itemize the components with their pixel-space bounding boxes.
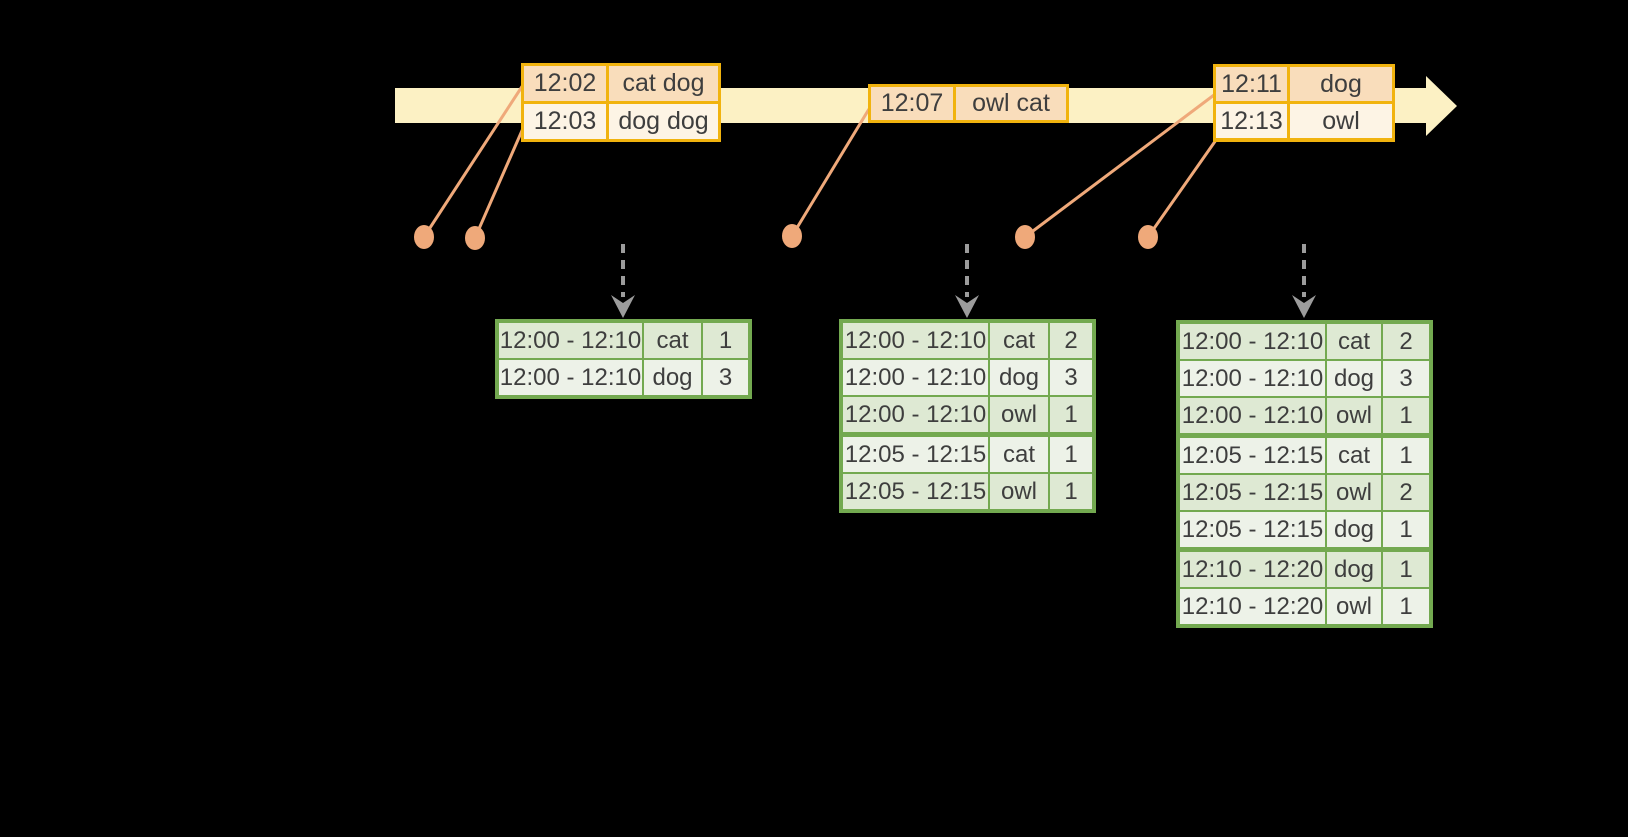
- count-cell: 2: [1383, 324, 1429, 359]
- count-cell: 3: [1383, 361, 1429, 396]
- word-cell: owl: [1327, 398, 1381, 433]
- word-cell: owl: [990, 474, 1048, 509]
- word-cell: cat: [990, 323, 1048, 358]
- count-cell: 3: [703, 360, 748, 395]
- event-leader-line: [473, 125, 526, 239]
- event-dot-icon: [1015, 225, 1035, 249]
- window-cell: 12:00 - 12:10: [499, 360, 642, 395]
- word-cell: owl: [990, 397, 1048, 432]
- window-cell: 12:00 - 12:10: [499, 323, 642, 358]
- count-cell: 1: [703, 323, 748, 358]
- count-cell: 3: [1050, 360, 1092, 395]
- count-cell: 1: [1383, 512, 1429, 547]
- window-cell: 12:00 - 12:10: [1180, 398, 1325, 433]
- event-time-cell: 12:11: [1216, 67, 1287, 101]
- word-cell: cat: [1327, 438, 1381, 473]
- window-cell: 12:00 - 12:10: [843, 323, 988, 358]
- event-time-cell: 12:07: [871, 87, 953, 120]
- word-cell: owl: [1327, 589, 1381, 624]
- word-cell: cat: [990, 437, 1048, 472]
- window-cell: 12:05 - 12:15: [1180, 438, 1325, 473]
- word-cell: dog: [644, 360, 701, 395]
- window-cell: 12:10 - 12:20: [1180, 589, 1325, 624]
- event-time-cell: 12:03: [524, 104, 606, 139]
- event-words-cell: dog dog: [609, 104, 718, 139]
- window-cell: 12:10 - 12:20: [1180, 552, 1325, 587]
- event-words-cell: cat dog: [609, 66, 718, 101]
- count-cell: 1: [1383, 589, 1429, 624]
- window-cell: 12:00 - 12:10: [1180, 361, 1325, 396]
- window-cell: 12:05 - 12:15: [1180, 512, 1325, 547]
- trigger-arrowhead-icon: [611, 295, 635, 318]
- event-dot-icon: [465, 226, 485, 250]
- count-cell: 2: [1383, 475, 1429, 510]
- window-cell: 12:00 - 12:10: [1180, 324, 1325, 359]
- event-leader-line: [790, 108, 871, 237]
- event-dot-icon: [414, 225, 434, 249]
- window-cell: 12:05 - 12:15: [843, 437, 988, 472]
- timeline-arrowhead-icon: [1426, 76, 1457, 136]
- count-cell: 1: [1050, 474, 1092, 509]
- window-cell: 12:00 - 12:10: [843, 397, 988, 432]
- word-cell: dog: [1327, 552, 1381, 587]
- word-cell: owl: [1327, 475, 1381, 510]
- event-words-cell: owl: [1290, 104, 1392, 138]
- count-cell: 1: [1383, 552, 1429, 587]
- word-cell: cat: [1327, 324, 1381, 359]
- word-cell: cat: [644, 323, 701, 358]
- count-cell: 2: [1050, 323, 1092, 358]
- count-cell: 1: [1383, 398, 1429, 433]
- event-dot-icon: [782, 224, 802, 248]
- count-cell: 1: [1050, 397, 1092, 432]
- event-dot-icon: [1138, 225, 1158, 249]
- event-words-cell: owl cat: [956, 87, 1066, 120]
- word-cell: dog: [1327, 512, 1381, 547]
- trigger-arrowhead-icon: [1292, 295, 1316, 318]
- word-cell: dog: [990, 360, 1048, 395]
- word-cell: dog: [1327, 361, 1381, 396]
- count-cell: 1: [1050, 437, 1092, 472]
- count-cell: 1: [1383, 438, 1429, 473]
- event-words-cell: dog: [1290, 67, 1392, 101]
- trigger-arrowhead-icon: [955, 295, 979, 318]
- window-cell: 12:05 - 12:15: [1180, 475, 1325, 510]
- event-leader-line: [1146, 139, 1218, 238]
- window-cell: 12:05 - 12:15: [843, 474, 988, 509]
- event-time-cell: 12:13: [1216, 104, 1287, 138]
- window-cell: 12:00 - 12:10: [843, 360, 988, 395]
- event-time-cell: 12:02: [524, 66, 606, 101]
